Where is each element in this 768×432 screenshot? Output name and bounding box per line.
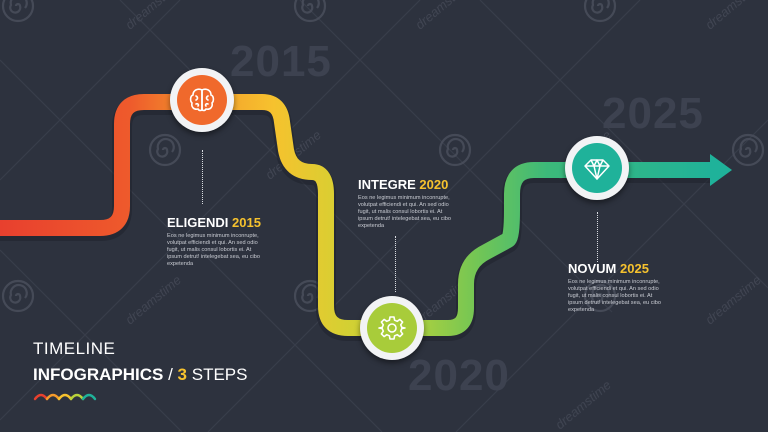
step-1-title-word: ELIGENDI — [167, 215, 229, 230]
footer-separator: / — [168, 365, 173, 384]
step-2-title: INTEGRE 2020 — [358, 178, 448, 191]
step-3-title-year: 2025 — [620, 261, 649, 276]
step-1-title: ELIGENDI 2015 — [167, 216, 261, 229]
connector-step-3 — [597, 212, 598, 262]
step-1-description: Eos ne legimus minimum inconrupte, volut… — [167, 233, 260, 267]
step-2-marker — [360, 296, 424, 360]
footer-title-line1: TIMELINE — [33, 339, 116, 358]
step-1-title-year: 2015 — [232, 215, 261, 230]
background-year-2020: 2020 — [408, 351, 510, 400]
color-wave-icon — [33, 393, 97, 401]
step-2-description: Eos ne legimus minimum inconrupte, volut… — [358, 195, 451, 229]
spiral-logo-icon — [731, 133, 765, 167]
gear-icon — [378, 316, 406, 340]
spiral-logo-icon — [1, 0, 35, 23]
step-3-icon-badge — [572, 143, 622, 193]
spiral-logo-icon — [148, 133, 182, 167]
step-3-title-word: NOVUM — [568, 261, 617, 276]
background-year-2025: 2025 — [602, 89, 704, 138]
step-3-marker — [565, 136, 629, 200]
step-3-description: Eos ne legimus minimum inconrupte, volut… — [568, 279, 661, 313]
connector-step-2 — [395, 236, 396, 292]
footer-infographics: INFOGRAPHICS — [33, 365, 164, 384]
footer-steps-word: STEPS — [191, 365, 248, 384]
brain-icon — [189, 88, 215, 112]
spiral-logo-icon — [1, 279, 35, 313]
step-1-icon-badge — [177, 75, 227, 125]
spiral-logo-icon — [583, 0, 617, 23]
connector-step-1 — [202, 150, 203, 204]
step-2-title-word: INTEGRE — [358, 177, 416, 192]
spiral-logo-icon — [583, 279, 617, 313]
spiral-logo-icon — [293, 0, 327, 23]
footer-step-count: 3 — [177, 365, 188, 384]
step-2-icon-badge — [367, 303, 417, 353]
step-3-title: NOVUM 2025 — [568, 262, 649, 275]
step-1-marker — [170, 68, 234, 132]
footer-title-line2: INFOGRAPHICS / 3 STEPS — [33, 366, 248, 383]
diamond-icon — [584, 159, 610, 180]
spiral-logo-icon — [438, 133, 472, 167]
step-2-title-year: 2020 — [419, 177, 449, 192]
background-year-2015: 2015 — [230, 37, 332, 86]
arrow-head-icon — [710, 154, 732, 186]
